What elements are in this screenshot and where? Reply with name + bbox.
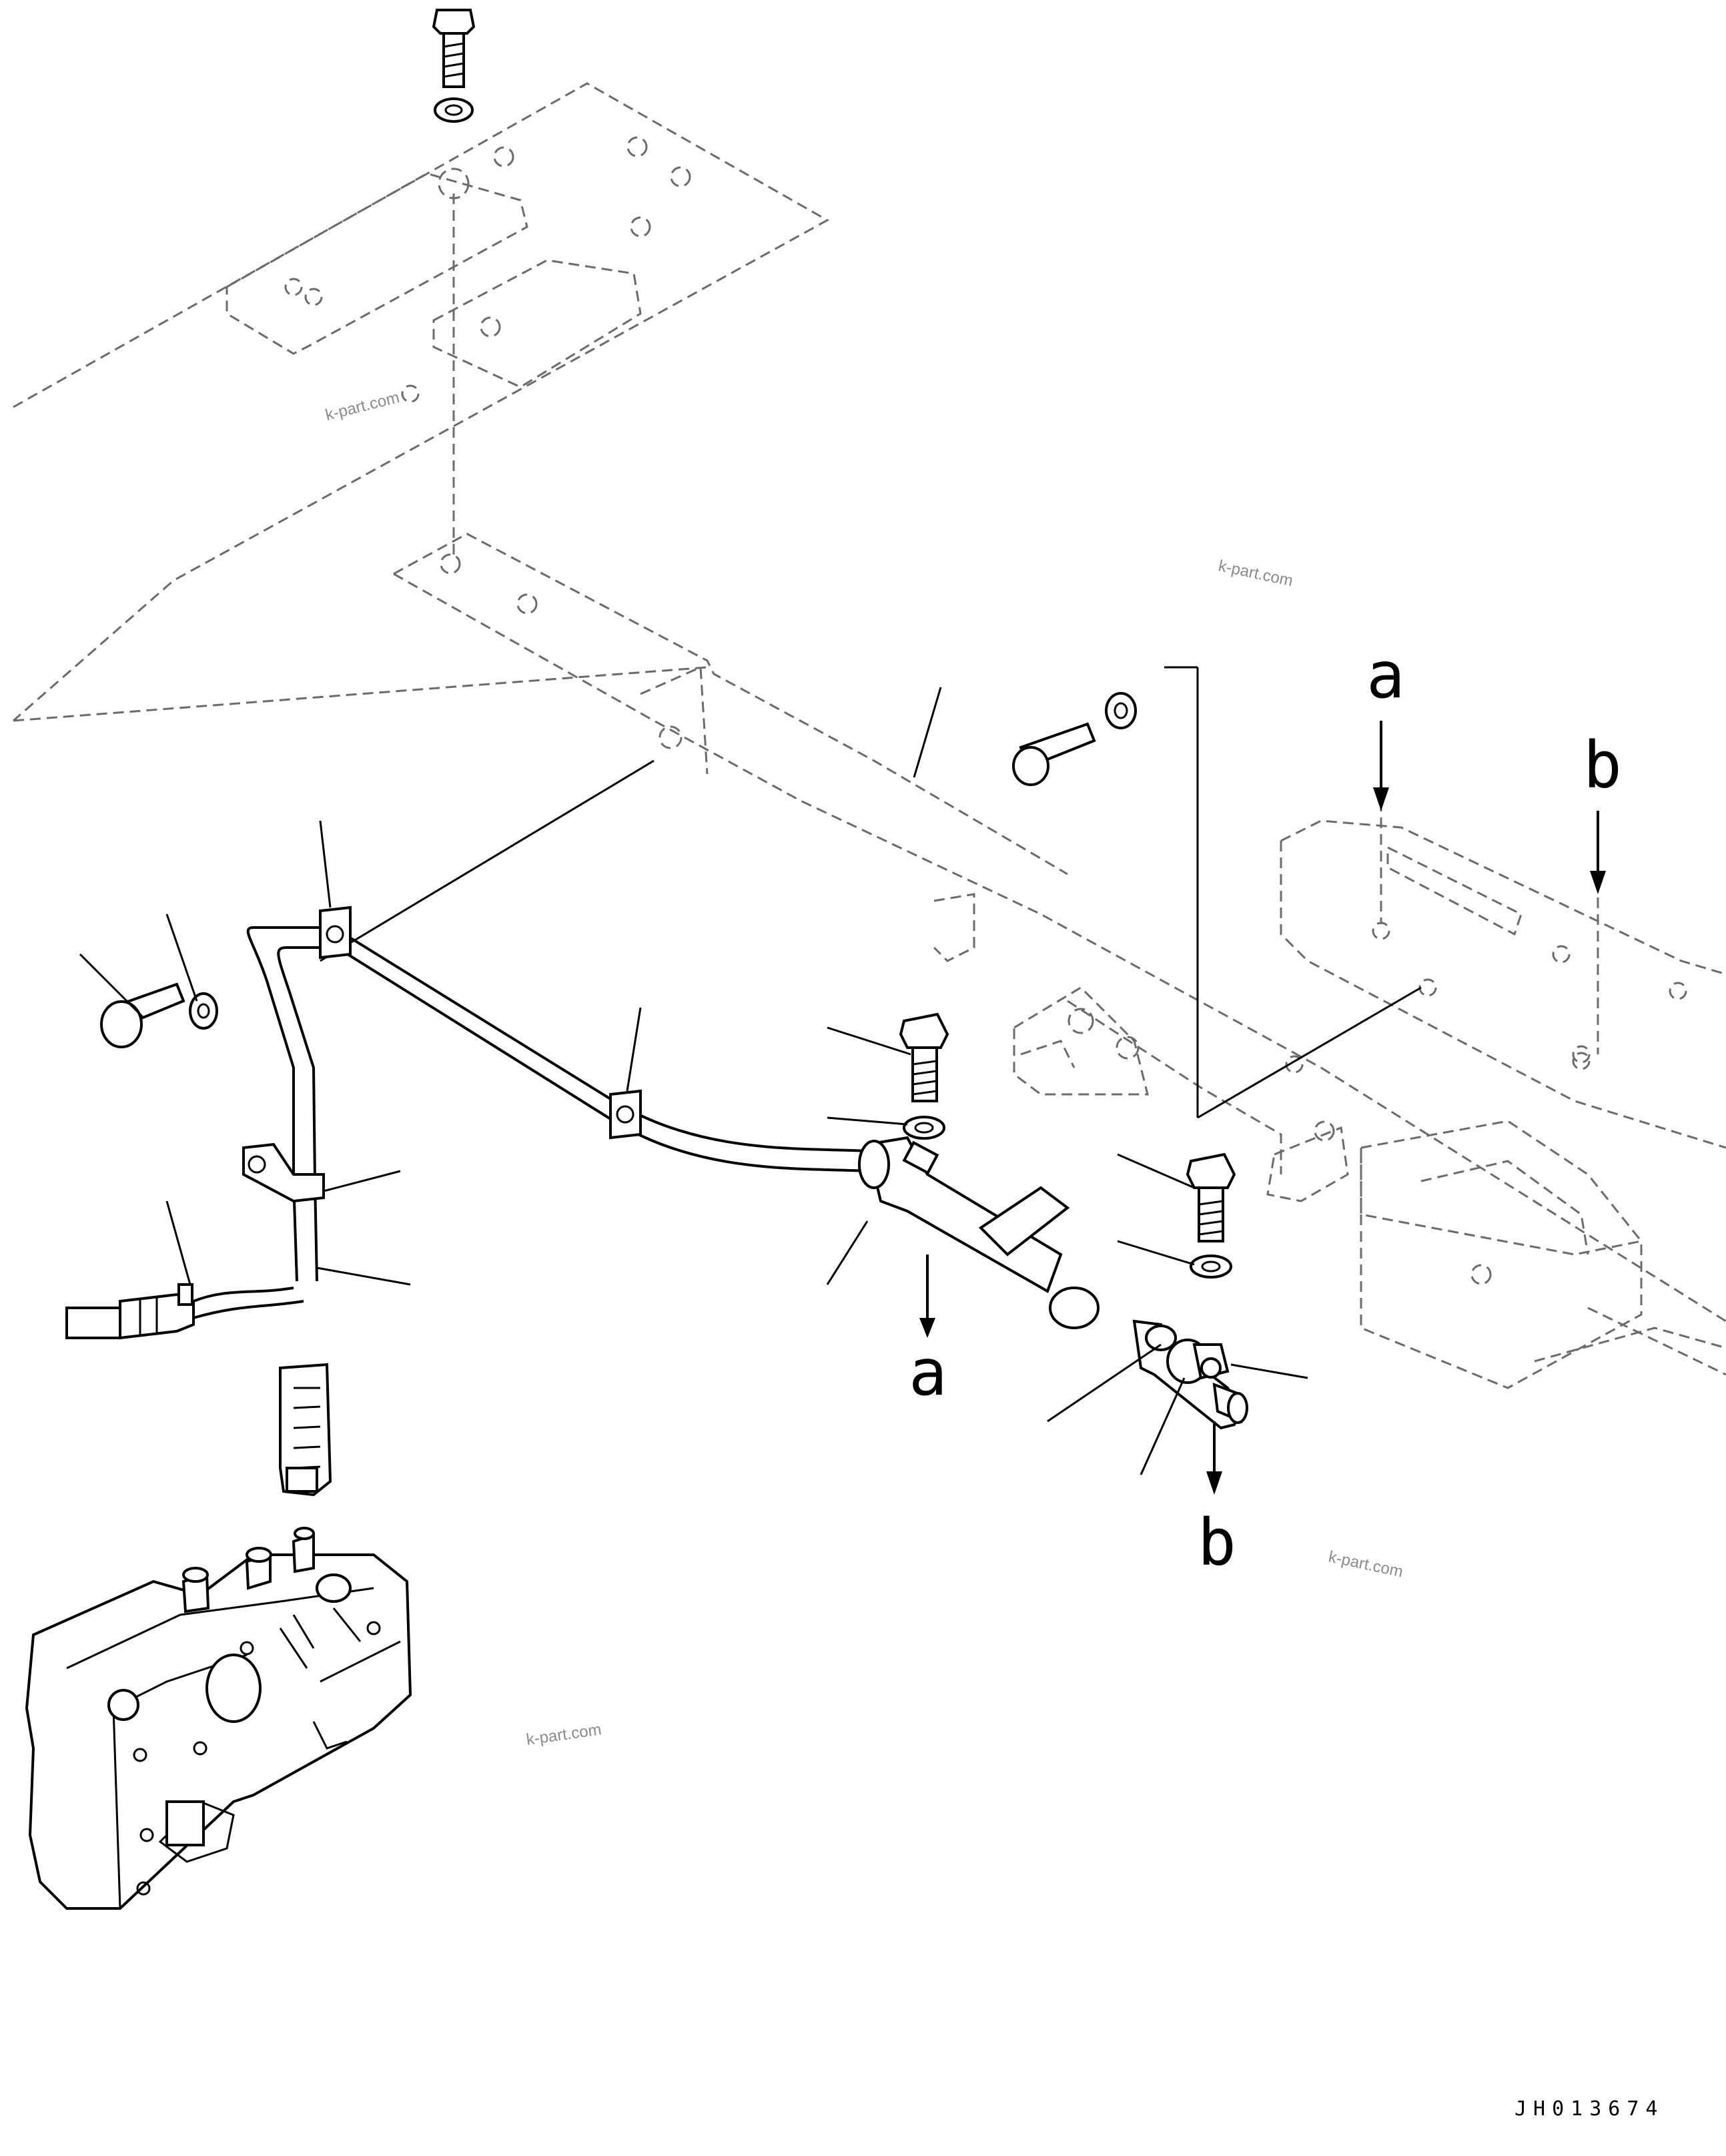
center-bolt-1 [899,1012,949,1102]
upper-frame-plate [13,82,830,722]
center-bolt-2 [1186,1152,1236,1242]
watermark-1: k-part.com [324,388,402,424]
drawing-number: JH013674 [1515,2097,1665,2121]
left-bolt [100,982,185,1048]
watermarks: k-part.com k-part.com k-part.com k-part.… [324,388,1404,1749]
ref-letter-b-top: b [1583,728,1622,803]
watermark-2: k-part.com [1217,557,1294,590]
clamp-upper [319,906,352,960]
ref-letter-a-top: a [1366,638,1405,713]
leader-lines [79,687,1308,1475]
right-bracket-assembly [1280,819,1726,1389]
reference-arrows [1373,721,1606,894]
valve-block [25,1527,412,1910]
sensor-tube-a [858,1136,1100,1338]
mid-bolt [1012,722,1096,786]
reference-labels: a b a b [909,638,1622,1580]
alignment-lines [320,194,1599,1119]
watermark-4: k-part.com [525,1720,602,1749]
harness-connector [65,1283,195,1340]
top-washer [434,97,474,123]
center-washer-1 [903,1116,945,1140]
left-washer [189,992,218,1030]
lower-frame-member [393,532,1726,1323]
clamp-middle [609,1089,642,1140]
harness-sensor [279,1363,332,1497]
clamp-lower [242,1142,325,1203]
ref-letter-a-bottom: a [909,1335,947,1410]
fitting-b [1132,1319,1248,1495]
top-bolt [432,9,476,88]
center-washer-2 [1190,1254,1232,1279]
ref-letter-b-bottom: b [1198,1505,1236,1580]
mid-washer [1105,692,1137,729]
watermark-3: k-part.com [1327,1547,1404,1581]
wiring-harness [193,926,868,1319]
